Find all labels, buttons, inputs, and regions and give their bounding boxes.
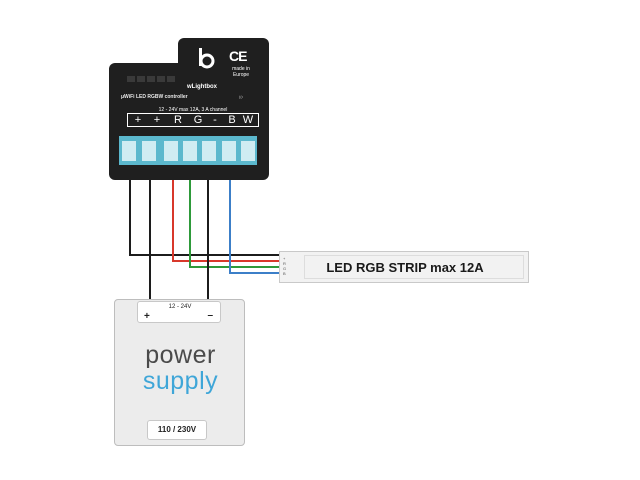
terminal-slot [164, 141, 178, 161]
terminal-label: + [134, 114, 142, 126]
wifi-icon: ((• [239, 94, 244, 99]
terminal-slot [122, 141, 136, 161]
psu-voltage-label: 12 - 24V [168, 304, 192, 310]
terminal-slot [202, 141, 216, 161]
terminal-label-box [127, 113, 259, 127]
terminal-label: - [213, 114, 217, 126]
psu-ac-input-label: 110 / 230V [147, 420, 207, 440]
psu-title-line1: power [145, 341, 216, 369]
terminal-label: W [242, 114, 254, 126]
wire-blue [229, 160, 279, 274]
psu-title-line2: supply [142, 367, 219, 395]
terminal-slot [142, 141, 156, 161]
terminal-slot [241, 141, 255, 161]
blebox-logo-icon [199, 48, 215, 69]
psu-plus-label: + [144, 311, 150, 322]
strip-pin-labels: + R G B [283, 256, 286, 276]
strip-pin: B [283, 271, 286, 276]
wire-green [189, 160, 279, 268]
led-strip: + R G B LED RGB STRIP max 12A [279, 251, 529, 283]
strip-pin: G [283, 266, 287, 271]
controller-title: μWiFi LED RGBW controller [121, 94, 188, 100]
ce-mark: CE [229, 48, 247, 64]
status-leds [127, 76, 175, 82]
psu-minus-label: – [207, 310, 213, 321]
brand-label: wLightbox [187, 84, 217, 90]
terminal-slot [183, 141, 197, 161]
terminal-label: G [193, 114, 203, 126]
terminal-label: + [153, 114, 161, 126]
controller-spec: 12 - 24V max 12A, 3 A channel [158, 107, 228, 113]
psu-output-terminals: 12 - 24V + – [137, 301, 221, 323]
strip-label: LED RGB STRIP max 12A [326, 260, 484, 275]
terminal-label: B [228, 114, 236, 126]
terminal-label: R [174, 114, 182, 126]
strip-pin: + [283, 256, 286, 261]
terminal-slot [222, 141, 236, 161]
controller-device: CE made in Europe wLightbox μWiFi LED RG… [109, 38, 269, 180]
power-supply: 12 - 24V + – power supply 110 / 230V [114, 299, 245, 446]
strip-pin: R [283, 261, 286, 266]
wire-red [172, 160, 279, 262]
made-in-label: made in Europe [232, 66, 250, 78]
strip-label-box [304, 255, 524, 279]
